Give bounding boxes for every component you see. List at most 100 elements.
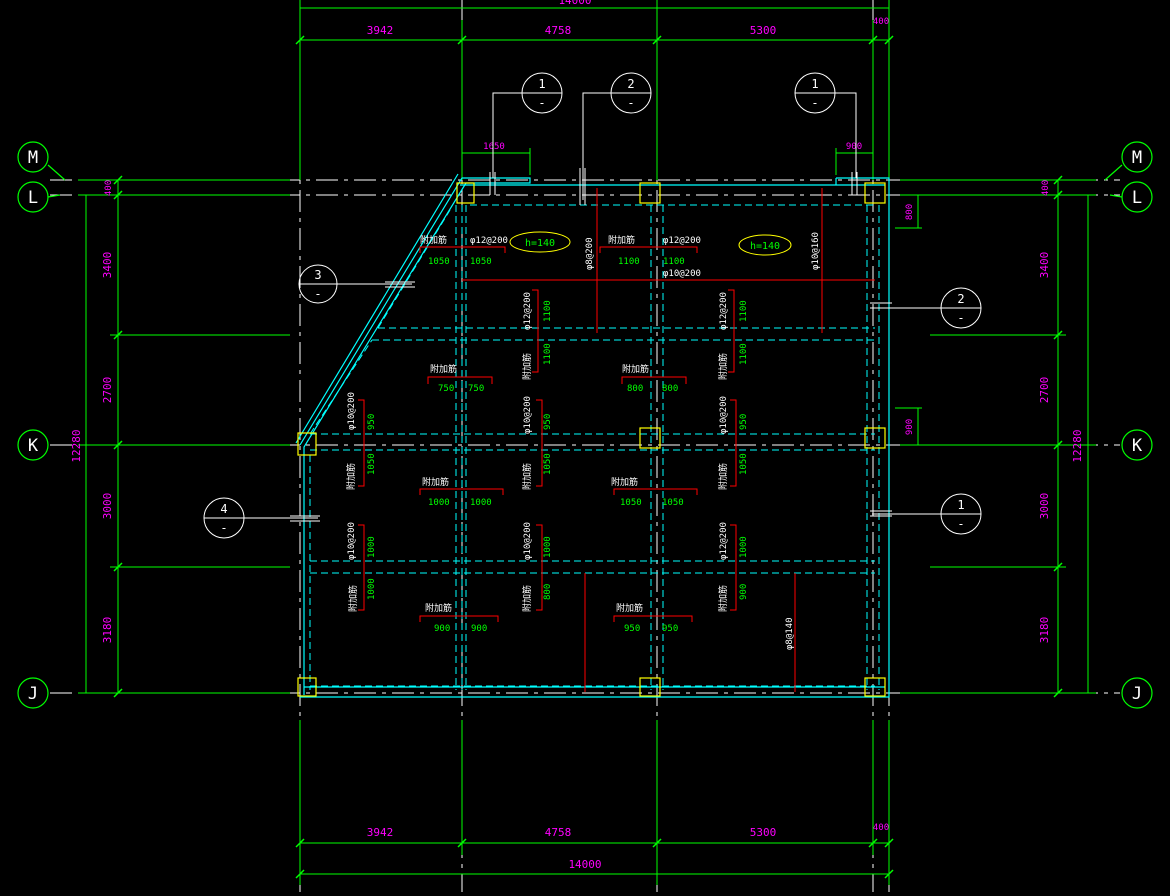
column: [864, 182, 886, 204]
rebar-length: 1100: [739, 300, 749, 322]
rebar-note: 附加筋: [345, 463, 357, 490]
slab-thickness-text: h=140: [525, 238, 555, 249]
rebar-length: 900: [739, 584, 749, 600]
axis-label-K-right: K: [1132, 436, 1143, 456]
section-mark-sub: -: [538, 96, 545, 110]
dim-900-side: 900: [905, 419, 915, 435]
rebar-note: 附加筋: [425, 602, 452, 614]
section-mark-num: 3: [314, 268, 321, 282]
axis-bubble-labels: M L K J M L K J: [28, 148, 1143, 704]
rebar-note: 附加筋: [717, 463, 729, 490]
rebar-note: 附加筋: [608, 234, 635, 246]
axis-label-J-right: J: [1132, 684, 1142, 704]
dim-left-3: 2700: [101, 377, 114, 404]
slab-edges: [295, 173, 890, 698]
rebar-length: 1000: [367, 578, 377, 600]
rebar-spec: φ10@200: [663, 269, 701, 279]
dim-1650: 1650: [483, 142, 505, 152]
axis-bubble-K-left: [17, 429, 49, 461]
rebar-length: 1050: [662, 498, 684, 508]
rebar-note: 附加筋: [611, 476, 638, 488]
axis-bubbles: [17, 141, 1153, 709]
slab-thickness-text: h=140: [750, 241, 780, 252]
slab-thickness-ellipse: [509, 231, 571, 253]
axis-bubble-J-left: [17, 677, 49, 709]
rebar-spec: φ8@200: [585, 237, 595, 270]
slab-thickness-tags: h=140 h=140: [509, 231, 792, 256]
dimension-lines: [78, 0, 1096, 885]
axis-label-M-left: M: [28, 148, 38, 168]
dim-bottom-2: 4758: [545, 826, 572, 839]
rebar-length: 1000: [428, 498, 450, 508]
rebar-length: 800: [543, 584, 553, 600]
section-mark-sub: -: [957, 517, 964, 531]
column: [297, 677, 317, 697]
rebar-spec: φ8@140: [785, 617, 795, 650]
dim-right-total: 12280: [1071, 429, 1084, 462]
rebar-length: 1100: [739, 343, 749, 365]
rebar-length: 900: [471, 624, 487, 634]
rebar-note: 附加筋: [521, 353, 533, 380]
section-marks: [203, 72, 982, 539]
dim-top-3: 5300: [750, 24, 777, 37]
dim-900-top: 900: [846, 142, 862, 152]
rebar-spec: φ10@200: [719, 396, 729, 434]
rebar-spec: φ12@200: [663, 236, 701, 246]
dim-top-1: 3942: [367, 24, 394, 37]
rebar-note: 附加筋: [616, 602, 643, 614]
rebar-note: 附加筋: [521, 463, 533, 490]
column: [864, 427, 886, 449]
dim-left-5: 3180: [101, 617, 114, 644]
rebar-note: 附加筋: [422, 476, 449, 488]
rebar-spec: φ12@200: [719, 522, 729, 560]
dim-top-total: 14000: [558, 0, 591, 7]
rebar-length: 1050: [543, 453, 553, 475]
rebar-length: 1000: [367, 536, 377, 558]
section-mark-num: 1: [957, 498, 964, 512]
rebar-note: 附加筋: [420, 234, 447, 246]
section-mark-num: 1: [538, 77, 545, 91]
dim-left-1: 400: [104, 180, 114, 196]
section-mark-sub: -: [220, 521, 227, 535]
rebar-spec: φ12@200: [523, 292, 533, 330]
section-mark-num: 4: [220, 502, 227, 516]
rebar-spec: φ10@200: [347, 522, 357, 560]
section-mark-texts: 1 - 2 - 1 - 3 - 2 - 4 - 1 -: [220, 77, 964, 535]
column: [864, 677, 886, 697]
rebar-spec: φ12@200: [470, 236, 508, 246]
rebar-length: 950: [543, 414, 553, 430]
rebar-length-labels: 1050 1050 1100 1100 750 750 800 800 1000…: [367, 257, 749, 634]
rebar-note: 附加筋: [521, 585, 533, 612]
rebar-spec: φ10@200: [523, 522, 533, 560]
rebar-note: 附加筋: [430, 363, 457, 375]
rebar-labels: 附加筋 附加筋 附加筋 附加筋 附加筋 附加筋 附加筋 附加筋 附加筋 附加筋 …: [345, 232, 821, 650]
rebar-length: 750: [468, 384, 484, 394]
dim-top-4: 400: [873, 17, 889, 27]
dim-800: 800: [905, 204, 915, 220]
rebar-length: 1100: [663, 257, 685, 267]
section-mark-sub: -: [314, 287, 321, 301]
dim-left-total: 12280: [70, 429, 83, 462]
section-mark-sub: -: [811, 96, 818, 110]
section-mark-sub: -: [627, 96, 634, 110]
dim-top-2: 4758: [545, 24, 572, 37]
rebar-length: 950: [739, 414, 749, 430]
axis-bubble-M-left: [17, 141, 49, 173]
axis-bubble-M-right: [1121, 141, 1153, 173]
dim-right-1: 400: [1041, 180, 1051, 196]
dimension-texts: 14000 3942 4758 5300 400 3942 4758 5300 …: [70, 0, 1084, 871]
column: [639, 677, 661, 697]
axis-bubble-K-right: [1121, 429, 1153, 461]
dim-left-2: 3400: [101, 252, 114, 279]
section-mark-num: 2: [957, 292, 964, 306]
rebar-lines: [358, 188, 875, 692]
column: [456, 182, 475, 204]
dim-right-5: 3180: [1038, 617, 1051, 644]
rebar-length: 1050: [428, 257, 450, 267]
rebar-spec: φ10@160: [811, 232, 821, 270]
axis-label-L-right: L: [1132, 188, 1142, 208]
rebar-length: 1050: [620, 498, 642, 508]
slab-thickness-ellipse: [738, 234, 792, 256]
